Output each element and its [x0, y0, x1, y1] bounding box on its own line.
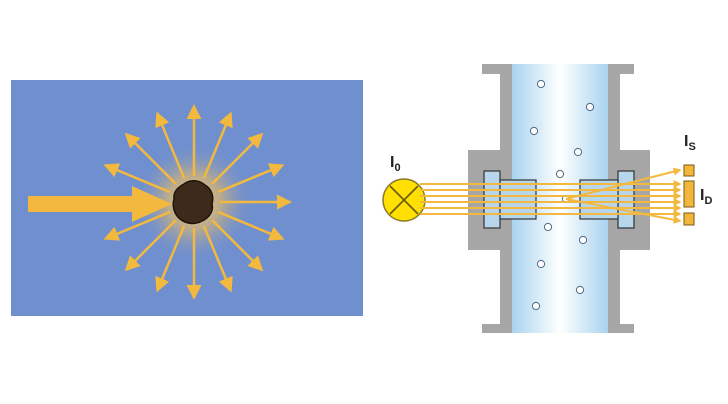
particle-blob-icon	[172, 180, 214, 225]
window-left	[483, 170, 501, 229]
scattered-ray	[211, 132, 264, 185]
scattered-ray	[217, 163, 285, 194]
scattered-ray	[155, 225, 186, 293]
transmitted-beam	[420, 167, 682, 224]
scattered-ray	[211, 219, 264, 272]
flow-particle	[578, 235, 588, 245]
scattered-ray	[124, 132, 177, 185]
incident-beam-arrow	[28, 186, 172, 222]
beam-path-left	[499, 179, 537, 220]
scattered-ray	[155, 111, 186, 179]
direct-detector	[683, 180, 695, 208]
light-source-icon	[382, 178, 426, 222]
flow-particle	[585, 102, 595, 112]
flow-particle	[531, 301, 541, 311]
scattered-ray	[103, 163, 171, 194]
flow-particle	[555, 169, 565, 179]
scattered-beam-ray	[565, 167, 682, 200]
flow-particle	[536, 79, 546, 89]
scattered-ray	[217, 210, 285, 241]
scatter-detector-label: IS	[684, 133, 696, 153]
scattered-beam-ray	[565, 198, 682, 224]
detector-icon	[683, 164, 695, 226]
scattering-panel	[11, 80, 363, 316]
scatter-detector-bottom	[683, 212, 695, 226]
scattered-ray	[202, 111, 233, 179]
direct-detector-label: ID	[700, 187, 712, 207]
flow-particle	[529, 126, 539, 136]
scatter-detector-top	[683, 164, 695, 177]
scattered-ray	[202, 225, 233, 293]
flow-cell	[468, 64, 650, 333]
window-right	[617, 170, 635, 229]
flow-particle	[573, 147, 583, 157]
flow-particle	[536, 259, 546, 269]
scattered-ray	[124, 219, 177, 272]
source-label: I0	[390, 154, 401, 174]
scattered-ray	[103, 210, 171, 241]
flow-particle	[575, 285, 585, 295]
flow-particle	[543, 222, 553, 232]
scattered-rays	[103, 104, 292, 300]
